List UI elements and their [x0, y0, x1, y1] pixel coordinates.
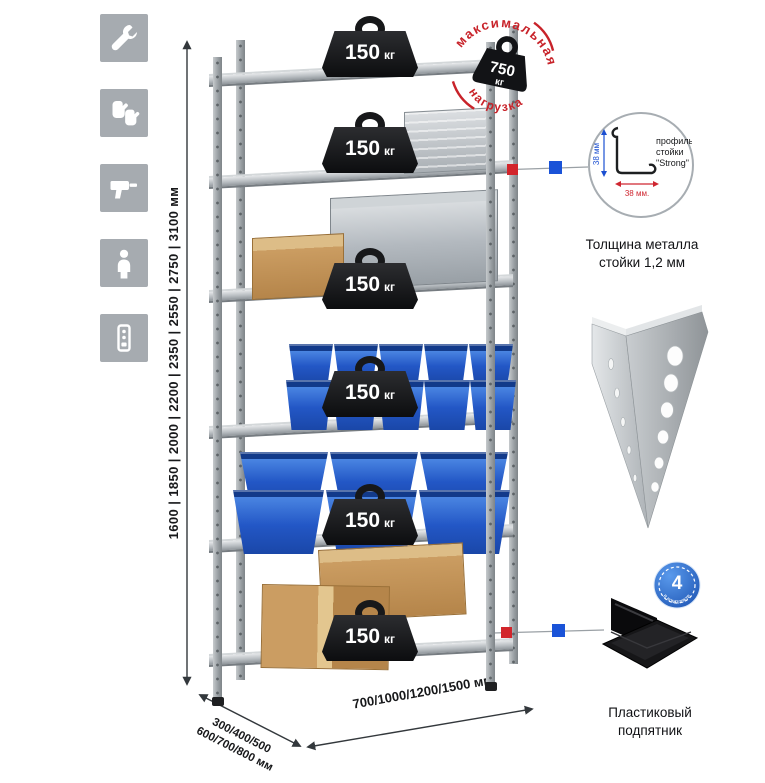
blue-bin: [424, 344, 468, 384]
foot-caption: Пластиковый подпятник: [608, 705, 692, 738]
stamp-weight-body: [472, 48, 527, 92]
stamp-weight-unit: кг: [494, 76, 505, 89]
upright-profile-image: [591, 305, 709, 529]
drill-icon: [100, 164, 148, 212]
person-icon: [100, 239, 148, 287]
rack-foot: [212, 697, 224, 706]
rack-post-front-left: [213, 57, 222, 700]
badge-count: 4: [672, 573, 683, 594]
power-strip-icon: [100, 314, 148, 362]
wrench-icon: [100, 14, 148, 62]
connector-marker-blue-bottom: [552, 624, 565, 637]
blue-bin: [289, 344, 333, 384]
profile-label-2: стойки: [656, 147, 684, 157]
product-infographic: 1600 | 1850 | 2000 | 2200 | 2350 | 2550 …: [100, 4, 709, 774]
profile-label-1: профиль: [656, 136, 692, 146]
depth-dimension-label: 300/400/500 600/700/800 мм: [194, 716, 275, 774]
width-dimension-label: 700/1000/1200/1500 мм: [351, 672, 494, 712]
blue-bin: [424, 380, 470, 430]
profile-drawing: [611, 126, 657, 175]
connector-marker-blue-top: [549, 161, 562, 174]
rack-post-back-left: [236, 40, 245, 680]
stamp-weight-value: 750: [488, 59, 516, 81]
height-dimension-label: 1600 | 1850 | 2000 | 2200 | 2350 | 2550 …: [166, 186, 181, 540]
profile-caption: Толщина металла стойки 1,2 мм: [585, 237, 699, 270]
profile-dim-vertical: 38 мм: [592, 143, 601, 165]
blue-bin-large: [233, 490, 324, 554]
profile-label-3: "Strong": [656, 158, 689, 168]
rack-post-front-right: [486, 42, 495, 685]
weight-unit: кг: [384, 48, 396, 62]
connector-marker-red-bottom: [501, 627, 512, 638]
gloves-icon: [100, 89, 148, 137]
plastic-foot-image: [601, 598, 699, 669]
profile-dim-horizontal: 38 мм.: [625, 189, 649, 198]
profile-detail-circle: 38 мм 38 мм. профиль стойки "Strong": [588, 112, 694, 218]
rack-post-back-right: [509, 26, 518, 664]
max-load-stamp: максимальная нагрузка 750 кг: [450, 5, 567, 120]
weight-value: 150: [344, 41, 381, 64]
rack-foot: [485, 682, 497, 691]
connector-marker-red-top: [507, 164, 518, 175]
kit-count-badge: 4 в комплекте: [653, 561, 701, 609]
